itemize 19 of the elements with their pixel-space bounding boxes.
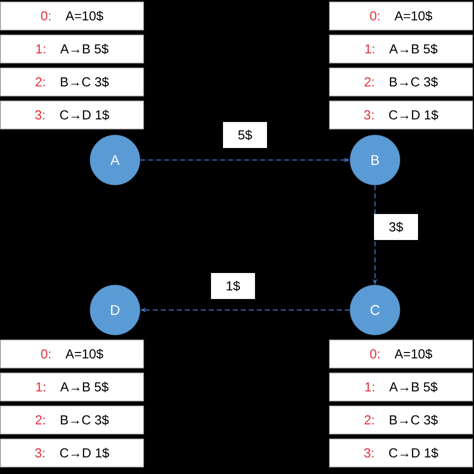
step-box: 0: A=10$ [0,2,144,30]
step-box: 0: A=10$ [329,340,473,368]
edge-label: 3$ [374,214,418,240]
step-box: 2: B→C 3$ [329,406,473,434]
step-box: 3: C→D 1$ [329,100,473,130]
step-box: 3: C→D 1$ [0,438,144,468]
step-box: 3: C→D 1$ [329,438,473,468]
edge-label: 1$ [211,273,255,299]
step-box: 1: A→B 5$ [329,372,473,402]
edge-label: 5$ [223,122,267,148]
step-box: 0: A=10$ [0,340,144,368]
step-box: 2: B→C 3$ [0,406,144,434]
step-box: 1: A→B 5$ [0,34,144,64]
step-box: 2: B→C 3$ [0,68,144,96]
step-box: 2: B→C 3$ [329,68,473,96]
step-box: 0: A=10$ [329,2,473,30]
step-box: 1: A→B 5$ [0,372,144,402]
step-box: 3: C→D 1$ [0,100,144,130]
step-box: 1: A→B 5$ [329,34,473,64]
